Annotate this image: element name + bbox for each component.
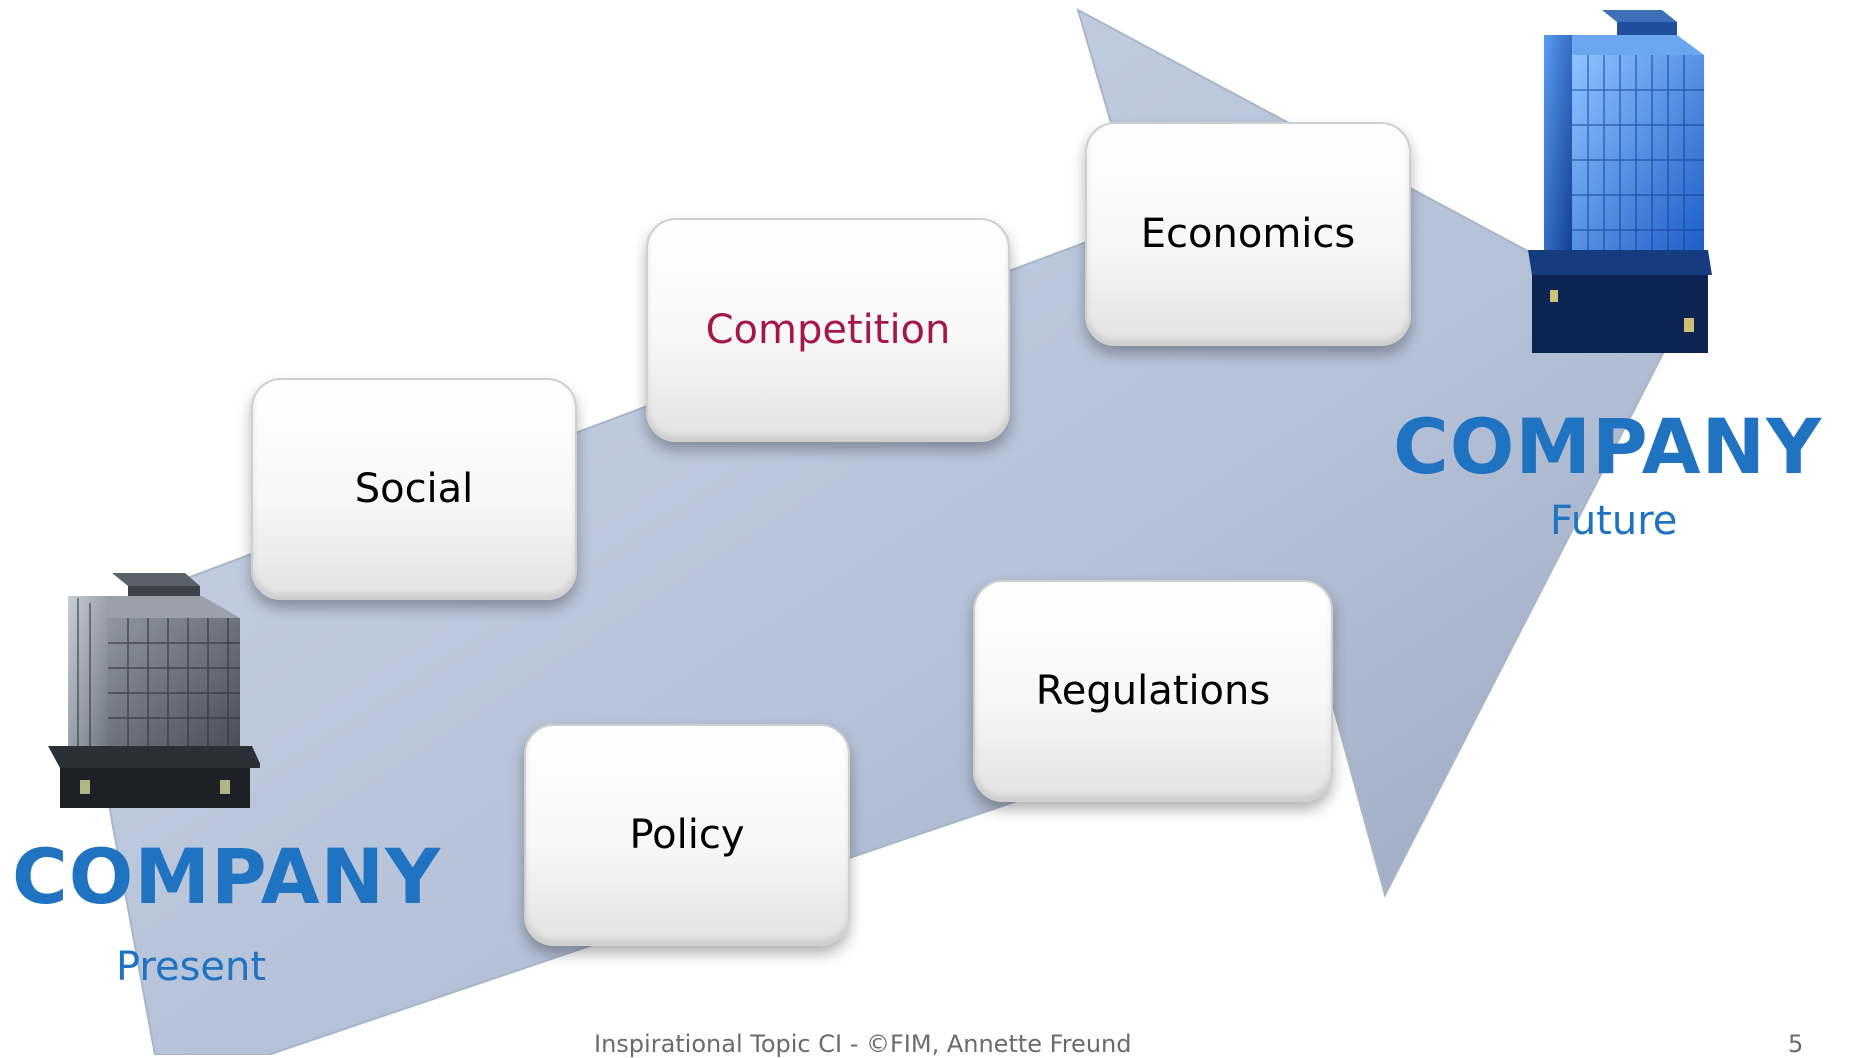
office-building-blue-icon [1528,10,1712,353]
factor-label-social: Social [354,466,474,512]
factor-label-economics: Economics [1140,211,1356,257]
page-number: 5 [1788,1030,1804,1058]
factor-box-social: Social [251,378,577,600]
company-future-subtitle: Future [1550,498,1678,544]
company-present-title: COMPANY [12,832,442,921]
company-present-subtitle: Present [116,944,267,990]
company-future-title: COMPANY [1393,402,1823,491]
factor-box-economics: Economics [1085,122,1411,346]
factor-box-competition: Competition [646,218,1010,442]
office-building-grey-icon [48,573,260,808]
factor-label-policy: Policy [629,812,745,858]
factor-box-regulations: Regulations [973,580,1333,802]
factor-box-policy: Policy [524,724,850,946]
footer-text: Inspirational Topic CI - ©FIM, Annette F… [594,1030,1132,1058]
factor-label-competition: Competition [705,307,951,353]
factor-label-regulations: Regulations [1035,668,1271,714]
